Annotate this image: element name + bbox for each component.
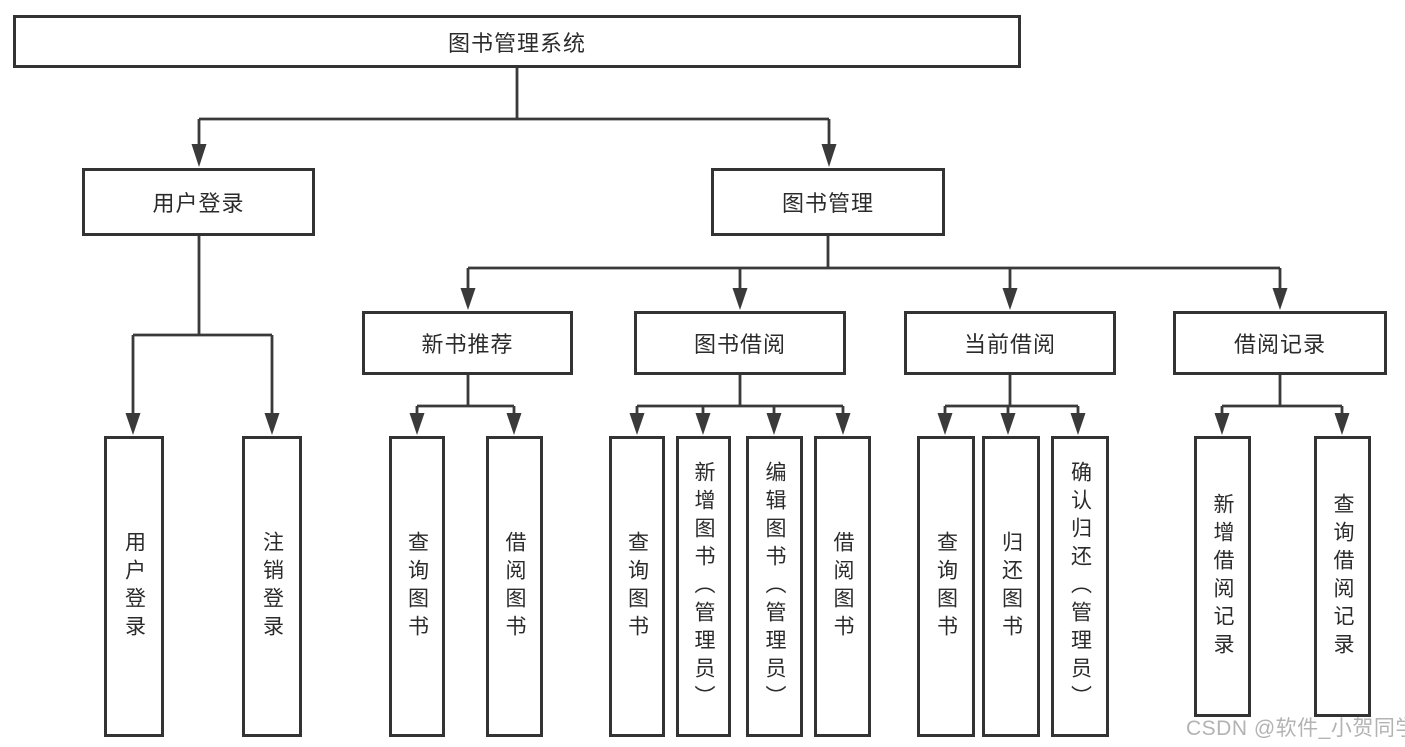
leaf-user-login-label: 用户登录: [122, 530, 146, 643]
leaf-logout: 注销登录: [242, 436, 302, 737]
leaf-borrow-books-recommend: 借阅图书: [486, 436, 543, 737]
leaf-confirm-return-admin-label: 确认归还（管理员）: [1068, 460, 1092, 713]
leaf-borrow-books-label: 借阅图书: [831, 530, 854, 643]
leaf-query-borrow-record-label: 查询借阅记录: [1331, 492, 1354, 661]
leaf-query-books-borrow-label: 查询图书: [625, 530, 649, 643]
node-user-login-label: 用户登录: [152, 191, 245, 216]
node-book-management: 图书管理: [711, 168, 945, 236]
leaf-edit-books-admin: 编辑图书（管理员）: [746, 436, 803, 737]
leaf-add-books-admin-label: 新增图书（管理员）: [692, 460, 715, 713]
node-borrow-records-label: 借阅记录: [1233, 332, 1326, 357]
node-borrow-records: 借阅记录: [1173, 311, 1387, 375]
leaf-query-books-recommend-label: 查询图书: [405, 530, 429, 643]
leaf-query-books-recommend: 查询图书: [389, 436, 445, 737]
leaf-user-login: 用户登录: [104, 436, 164, 737]
node-new-book-recommend-label: 新书推荐: [421, 332, 514, 357]
leaf-borrow-books-recommend-label: 借阅图书: [503, 530, 526, 643]
leaf-return-books: 归还图书: [982, 436, 1040, 737]
leaf-query-books-borrow: 查询图书: [609, 436, 665, 737]
leaf-logout-label: 注销登录: [260, 530, 284, 643]
leaf-edit-books-admin-label: 编辑图书（管理员）: [763, 460, 786, 713]
leaf-add-borrow-record: 新增借阅记录: [1194, 436, 1251, 717]
tree-edges: [131, 68, 1344, 418]
leaf-return-books-label: 归还图书: [999, 530, 1023, 643]
leaf-add-books-admin: 新增图书（管理员）: [676, 436, 731, 737]
leaf-borrow-books: 借阅图书: [814, 436, 871, 737]
leaf-query-books-current-label: 查询图书: [934, 530, 958, 643]
node-new-book-recommend: 新书推荐: [362, 311, 573, 375]
leaf-add-borrow-record-label: 新增借阅记录: [1211, 492, 1234, 661]
node-book-management-label: 图书管理: [781, 191, 874, 216]
leaf-confirm-return-admin: 确认归还（管理员）: [1051, 436, 1109, 737]
csdn-watermark: CSDN @软件_小贺同学: [1186, 717, 1405, 740]
arrowheads: [125, 144, 1350, 435]
node-current-borrow-label: 当前借阅: [963, 332, 1056, 357]
leaf-query-borrow-record: 查询借阅记录: [1314, 436, 1371, 717]
node-current-borrow: 当前借阅: [904, 311, 1116, 375]
node-root-system: 图书管理系统: [13, 15, 1021, 68]
leaf-query-books-current: 查询图书: [917, 436, 975, 737]
node-root-label: 图书管理系统: [447, 30, 586, 56]
node-book-borrow: 图书借阅: [634, 311, 846, 375]
node-book-borrow-label: 图书借阅: [693, 332, 786, 357]
node-user-login: 用户登录: [82, 168, 315, 236]
